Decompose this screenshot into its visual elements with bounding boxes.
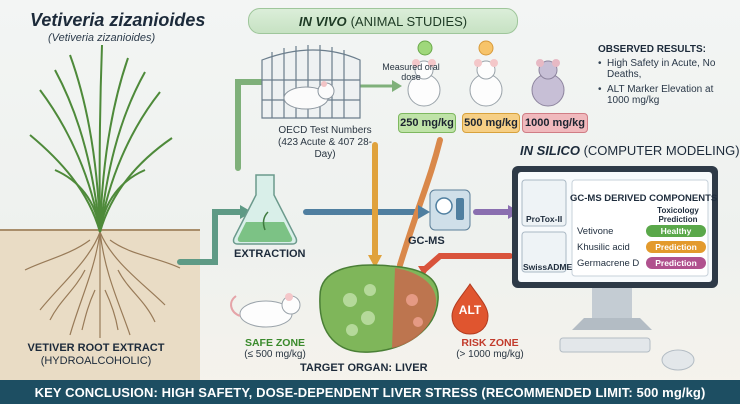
- observed-result-item: High Safety in Acute, No Deaths,: [598, 58, 738, 80]
- component-status-badge: Prediction: [646, 241, 706, 253]
- roots-illustration: [24, 231, 181, 338]
- gcms-device-illustration: [429, 189, 471, 231]
- vetiver-extract-title: VETIVER ROOT EXTRACT: [27, 342, 165, 354]
- component-status-badge: Healthy: [646, 225, 706, 237]
- toxicology-prediction-header: Toxicology Prediction: [657, 206, 699, 224]
- measured-oral-dose-label: Measured oral dose: [382, 62, 440, 82]
- observed-results-list: High Safety in Acute, No Deaths, ALT Mar…: [598, 58, 738, 110]
- rat-in-cage-illustration: [283, 81, 335, 110]
- swissadme-tool-label: SwissADME: [523, 262, 573, 272]
- dose-1000-badge: 1000 mg/kg: [522, 113, 588, 133]
- in-silico-label-rest: (COMPUTER MODELING): [583, 143, 740, 158]
- observed-results-title: OBSERVED RESULTS:: [598, 44, 706, 55]
- diagram-subtitle: (Vetiveria zizanioides): [48, 32, 156, 44]
- component-name: Germacrene D: [577, 258, 640, 269]
- oecd-title: OECD Test Numbers: [278, 125, 372, 136]
- rat-1000-illustration: [531, 59, 565, 107]
- risk-zone-detail: (> 1000 mg/kg): [456, 349, 524, 360]
- in-silico-heading: IN SILICO (COMPUTER MODELING): [520, 143, 740, 158]
- gcms-components-header: GC-MS DERIVED COMPONENTS: [570, 193, 718, 204]
- flow-arrows: [177, 79, 513, 273]
- oecd-test-info: OECD Test Numbers (423 Acute & 407 28-Da…: [270, 125, 380, 161]
- observed-result-item: ALT Marker Elevation at 1000 mg/kg: [598, 84, 738, 106]
- in-silico-label: IN SILICO: [520, 143, 580, 158]
- component-status-badge: Prediction: [646, 257, 706, 269]
- in-vivo-label: IN VIVO: [298, 13, 347, 29]
- key-conclusion-banner: KEY CONCLUSION: HIGH SAFETY, DOSE-DEPEND…: [0, 380, 740, 404]
- component-name: Vetivone: [577, 226, 614, 237]
- diagram-title: Vetiveria zizanioides: [30, 10, 206, 30]
- vetiver-extract-detail: (HYDROALCOHOLIC): [40, 355, 152, 367]
- in-vivo-label-rest: (ANIMAL STUDIES): [350, 13, 468, 29]
- extraction-label: EXTRACTION: [234, 248, 306, 260]
- safe-rat-illustration: [230, 293, 301, 328]
- risk-zone: RISK ZONE (> 1000 mg/kg): [452, 337, 528, 361]
- arrow-heads: [240, 76, 520, 276]
- target-organ-label: TARGET ORGAN: LIVER: [300, 362, 428, 374]
- dose-250-badge: 250 mg/kg: [398, 113, 456, 133]
- safe-zone: SAFE ZONE (≤ 500 mg/kg): [238, 337, 312, 361]
- safe-zone-title: SAFE ZONE: [244, 337, 306, 349]
- risk-zone-title: RISK ZONE: [461, 337, 519, 349]
- vetiver-grass-illustration: [29, 44, 173, 233]
- safe-zone-detail: (≤ 500 mg/kg): [244, 349, 306, 360]
- gcms-label: GC-MS: [408, 235, 445, 247]
- alt-drop-illustration: [451, 283, 489, 335]
- in-vivo-banner: IN VIVO (ANIMAL STUDIES): [248, 8, 518, 34]
- flask-illustration: [232, 174, 298, 245]
- vetiver-extract-label: VETIVER ROOT EXTRACT (HYDROALCOHOLIC): [6, 342, 186, 368]
- liver-illustration: [319, 264, 439, 353]
- component-name: Khusilic acid: [577, 242, 630, 253]
- dose-500-badge: 500 mg/kg: [462, 113, 520, 133]
- rat-500-illustration: [469, 40, 503, 107]
- rat-250-illustration: [407, 40, 441, 107]
- protox-tool-label: ProTox-II: [526, 214, 563, 224]
- alt-marker-label: ALT: [458, 303, 482, 317]
- oecd-detail: (423 Acute & 407 28-Day): [278, 137, 372, 160]
